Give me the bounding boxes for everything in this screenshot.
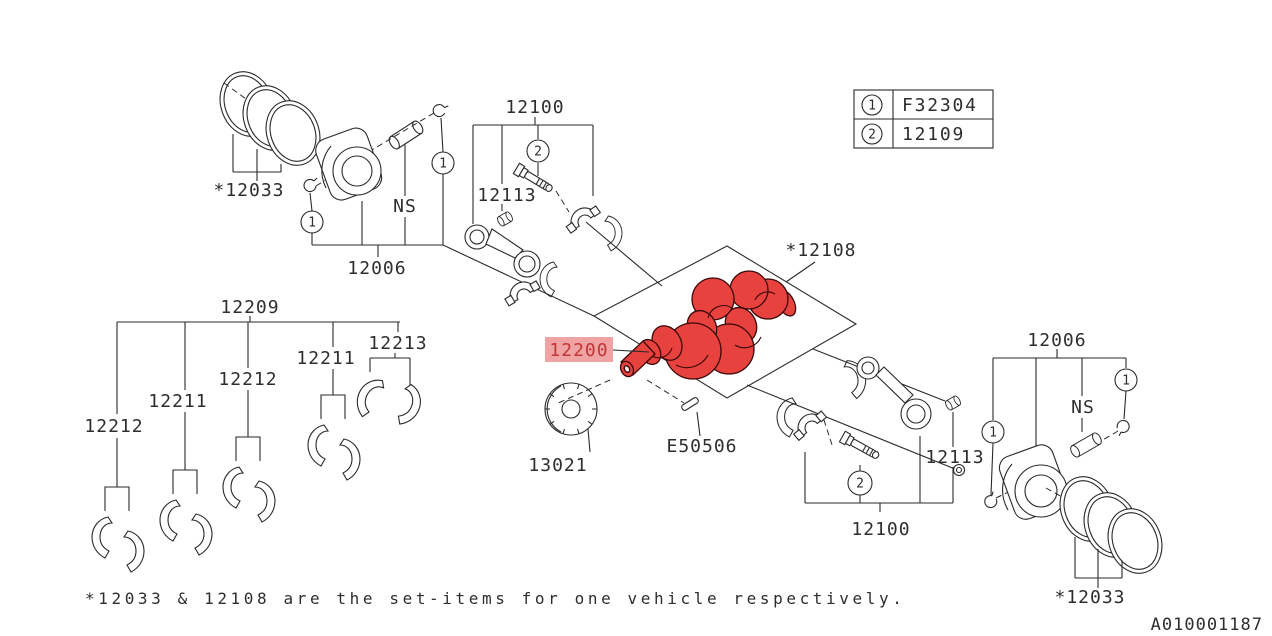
bushing-bottom-drawing	[943, 394, 963, 412]
label-main-bearing-4[interactable]: 12211	[296, 348, 355, 369]
label-woodruff-key[interactable]: E50506	[666, 436, 737, 457]
woodruff-key-drawing	[681, 397, 699, 411]
svg-text:2: 2	[856, 477, 864, 492]
label-crankshaft[interactable]: 12200	[549, 340, 608, 361]
legend-callout-1-num: 1	[868, 99, 876, 114]
piston-rings-left-drawing	[219, 71, 321, 166]
legend-callout-2-num: 2	[868, 128, 876, 143]
legend-code-2[interactable]: 12109	[902, 124, 965, 145]
conrod-group-top: 12100 2 12113	[464, 97, 623, 307]
piston-group-right: 12006 1 1 NS	[981, 330, 1163, 608]
rod-bolt-bottom	[838, 430, 882, 463]
snap-ring-left-2	[430, 100, 449, 120]
legend-table: 1 F32304 2 12109	[853, 89, 994, 149]
rod-cap-bottom	[788, 405, 827, 441]
crankshaft-drawing[interactable]	[618, 270, 800, 380]
small-ring	[952, 463, 966, 477]
label-piston-assy-left[interactable]: 12006	[347, 258, 406, 279]
label-main-bearing-1[interactable]: 12212	[84, 416, 143, 437]
main-bearing-tree: 12209 12212 12211 12212 12211 12213	[84, 297, 427, 572]
bearing-shell-d	[776, 397, 797, 438]
label-sprocket[interactable]: 13021	[528, 455, 587, 476]
label-main-bearing-3[interactable]: 12212	[218, 369, 277, 390]
piston-left-drawing	[315, 127, 383, 201]
rod-cap-top-2	[500, 274, 541, 307]
callout-2-b: 2	[847, 470, 873, 496]
conrod-group-bottom: 2 12113 12100	[776, 356, 984, 540]
label-conrod-group-bottom[interactable]: 12100	[851, 519, 910, 540]
label-conrod-bushing-bottom[interactable]: 12113	[925, 447, 984, 468]
callout-2-a: 2	[526, 139, 550, 163]
bearing-part-1	[92, 487, 144, 572]
svg-text:1: 1	[308, 216, 316, 231]
connecting-rod-top	[464, 224, 541, 278]
label-conrod-group-top[interactable]: 12100	[505, 97, 564, 118]
svg-text:1: 1	[989, 426, 997, 441]
legend-callout-1: 1	[861, 94, 883, 116]
label-ns-left: NS	[393, 196, 417, 217]
snap-ring-left-1	[303, 177, 318, 193]
piston-right-drawing	[998, 444, 1069, 520]
svg-text:1: 1	[439, 157, 447, 172]
bearing-part-2	[160, 470, 212, 555]
connecting-rod-bottom	[856, 356, 932, 430]
bearing-part-4	[308, 395, 360, 480]
label-main-bearing-2[interactable]: 12211	[148, 391, 207, 412]
label-piston-rings-left[interactable]: *12033	[213, 180, 284, 201]
drawing-number: A010001187	[1151, 615, 1263, 635]
bearing-shell-5b	[392, 382, 427, 430]
snap-ring-right-2	[1113, 418, 1132, 437]
bearing-shell-5a	[350, 373, 387, 421]
label-ns-right: NS	[1071, 397, 1095, 418]
label-piston-assy-right[interactable]: 12006	[1027, 330, 1086, 351]
label-conrod-bushing-top[interactable]: 12113	[477, 185, 536, 206]
legend-code-1[interactable]: F32304	[902, 95, 978, 116]
crankshaft-highlight	[545, 337, 613, 362]
label-main-bearing-5[interactable]: 12213	[368, 333, 427, 354]
piston-rings-right-drawing	[1059, 476, 1163, 574]
callout-1-b: 1	[431, 151, 455, 175]
callout-1-a: 1	[300, 210, 324, 234]
sprocket-drawing	[544, 382, 598, 436]
label-piston-rings-right[interactable]: *12033	[1054, 587, 1125, 608]
rod-cap-top	[561, 199, 601, 234]
crankshaft-label-group: 12200	[545, 337, 650, 362]
bearing-part-3	[223, 437, 275, 522]
callout-1-d: 1	[1114, 368, 1138, 392]
callout-1-c: 1	[981, 420, 1005, 444]
label-main-bearing-set[interactable]: 12209	[220, 297, 279, 318]
svg-text:1: 1	[1122, 374, 1130, 389]
legend-callout-2: 2	[861, 123, 883, 145]
label-crankshaft-set[interactable]: *12108	[785, 240, 856, 261]
set-items-note: *12033 & 12108 are the set-items for one…	[85, 589, 905, 608]
piston-group-left: *12033 1 1 NS 12006	[213, 71, 455, 279]
piston-pin-left	[386, 118, 426, 152]
bushing-top-drawing	[495, 210, 515, 228]
svg-text:2: 2	[534, 145, 542, 160]
piston-pin-right	[1068, 430, 1104, 460]
